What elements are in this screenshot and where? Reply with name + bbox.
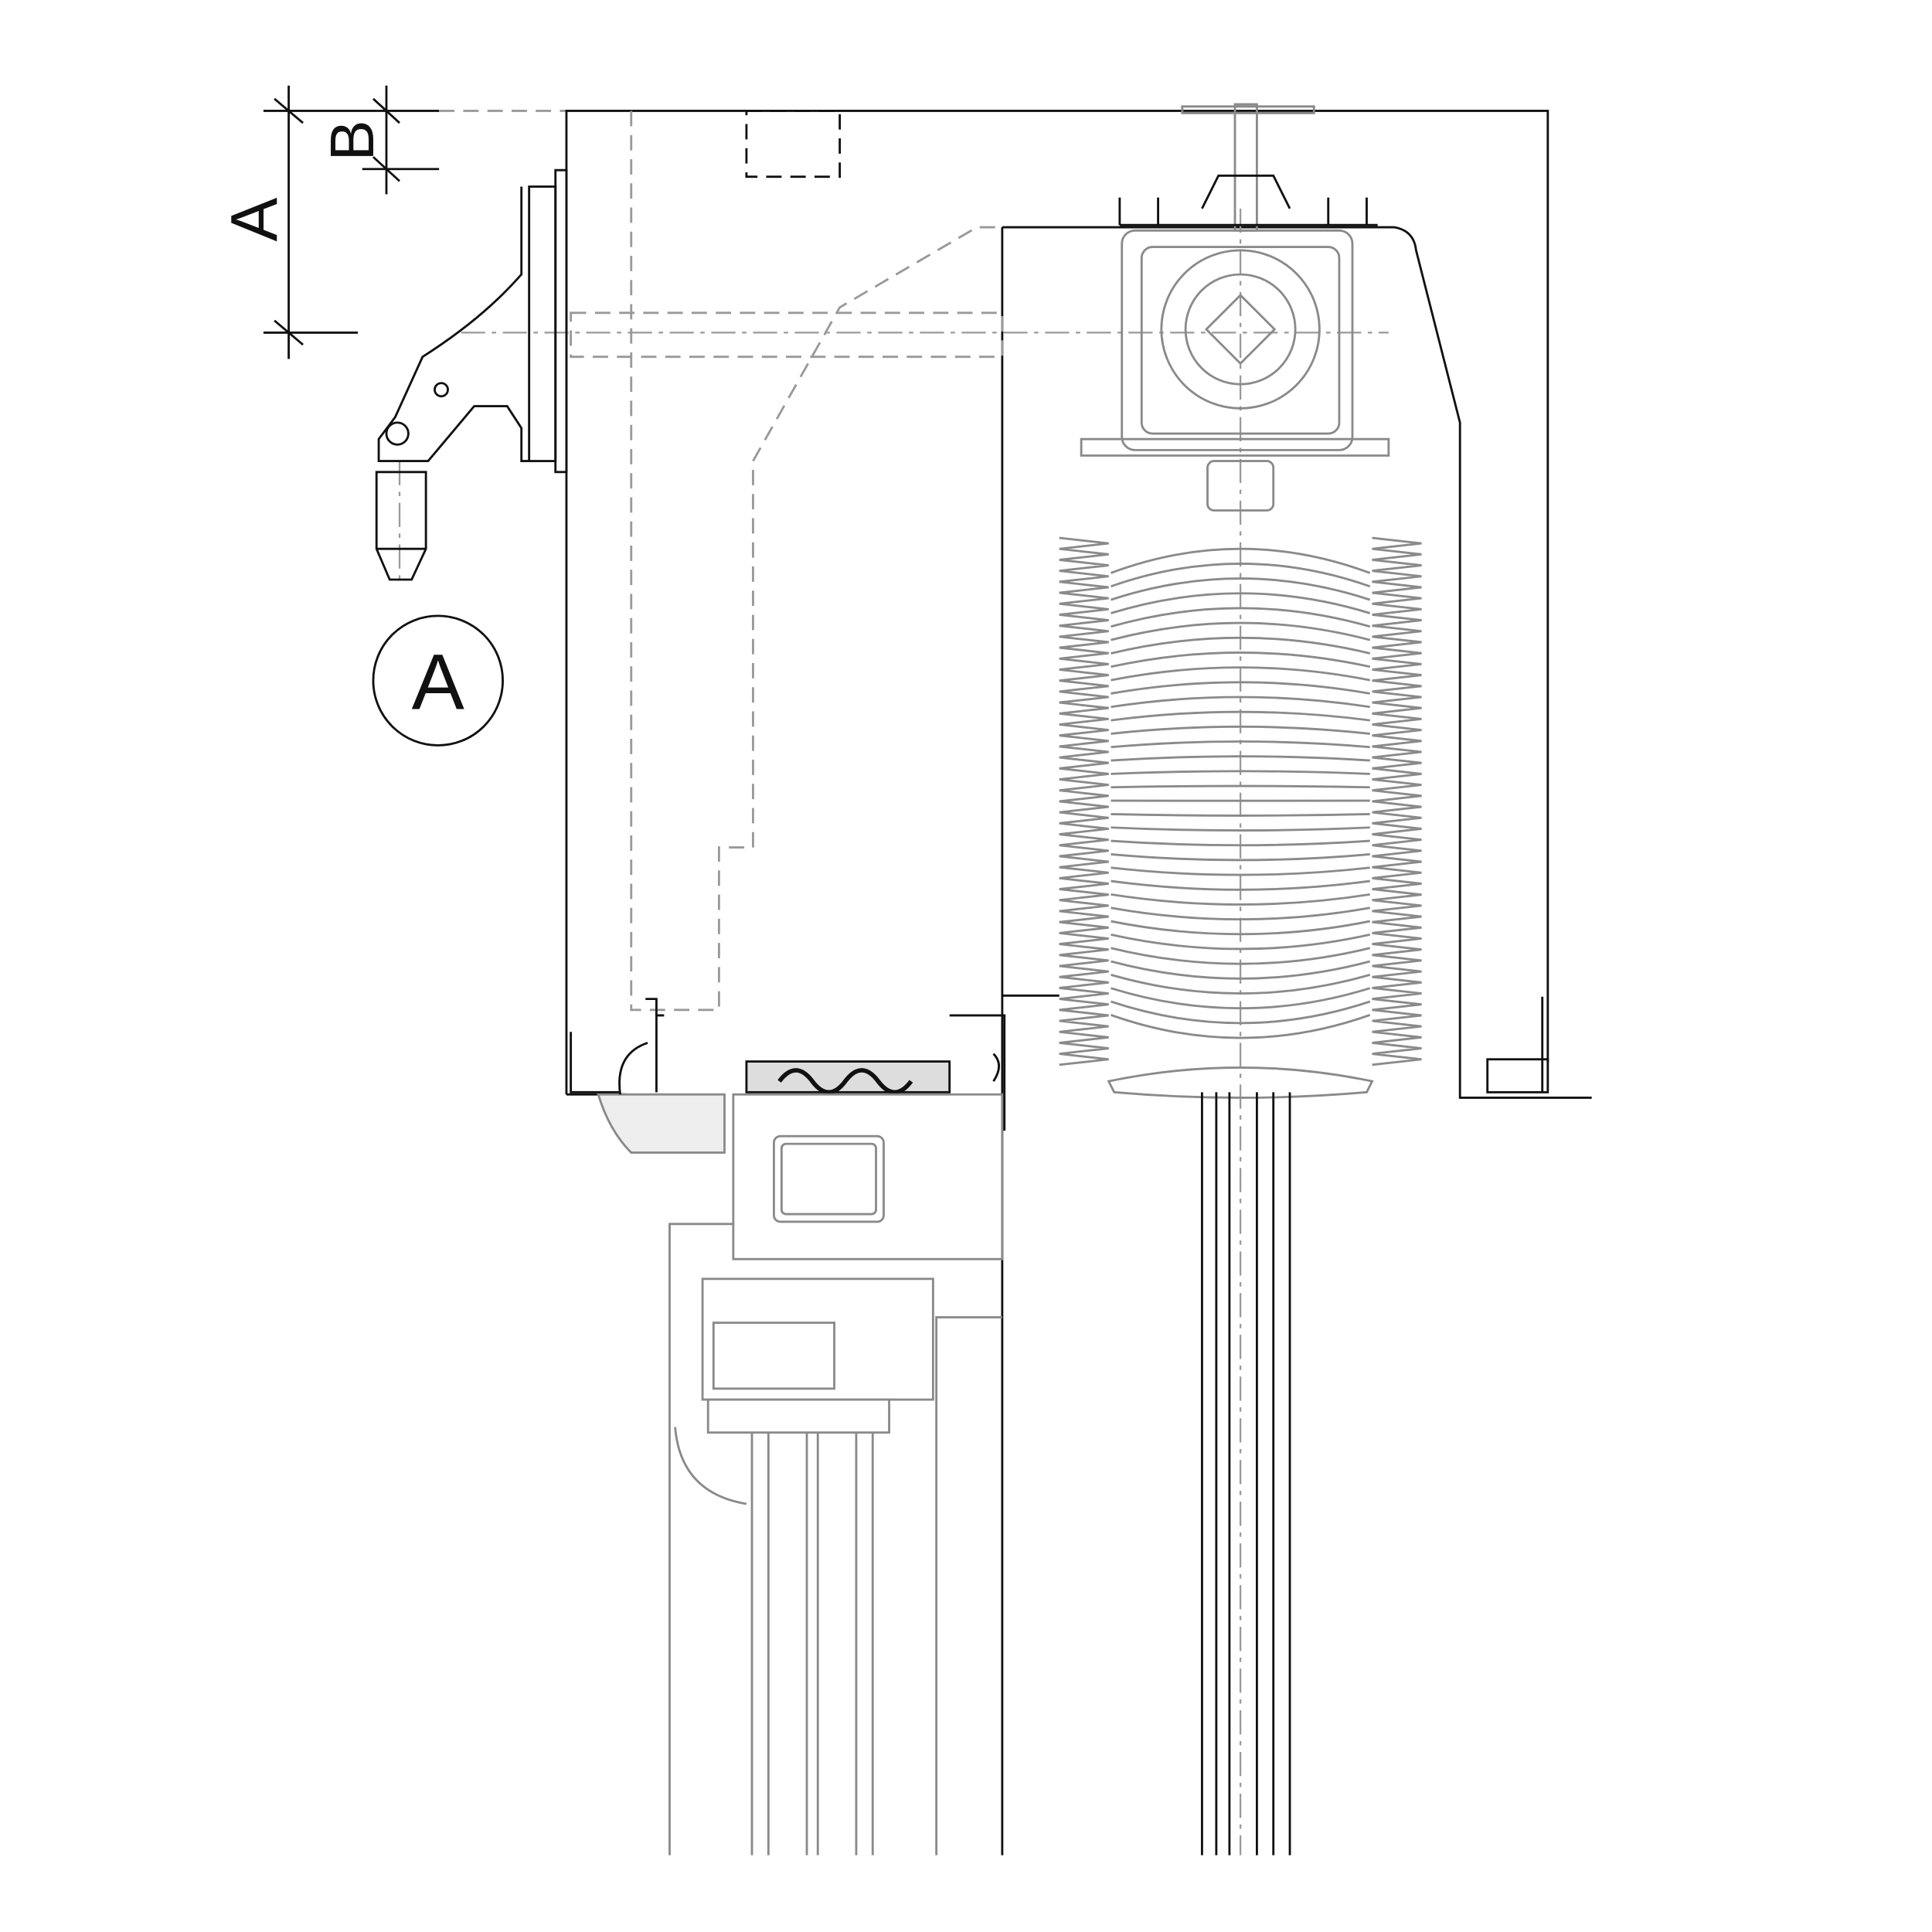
slat: [1111, 812, 1370, 817]
slat: [1111, 547, 1371, 574]
slat: [1111, 577, 1371, 601]
slat: [1111, 960, 1371, 980]
spring-coil: [1059, 536, 1109, 1066]
slat: [1111, 826, 1370, 832]
guide-rails: [1200, 1092, 1291, 1855]
slat: [1111, 852, 1370, 862]
slat: [1111, 621, 1371, 641]
shutter-box-inner: [1001, 226, 1592, 1855]
slat: [1111, 607, 1371, 628]
slat: [1111, 592, 1371, 614]
slat: [1111, 681, 1370, 695]
slat: [1111, 636, 1371, 655]
window-frame-profile: [570, 998, 1006, 1855]
dimension-b: B: [318, 85, 440, 195]
slat: [1111, 651, 1371, 668]
slat: [1111, 906, 1370, 921]
slat: [1111, 987, 1371, 1010]
slat: [1111, 1014, 1371, 1039]
slat: [1111, 696, 1370, 709]
crank-gear-mechanism: [375, 168, 568, 581]
slat: [1111, 879, 1370, 891]
slat: [1111, 725, 1370, 735]
detail-marker: A: [372, 614, 504, 747]
tension-springs: [1059, 536, 1422, 1066]
slat: [1111, 1000, 1371, 1025]
dimension-a-label: A: [218, 198, 291, 242]
spring-coil: [1372, 536, 1422, 1066]
slat: [1111, 920, 1371, 936]
slat: [1111, 770, 1370, 775]
slat: [1111, 710, 1370, 722]
slat: [1111, 973, 1371, 995]
slat: [1111, 563, 1371, 588]
slat: [1111, 755, 1370, 762]
bottom-slat: [1107, 1066, 1374, 1099]
slat: [1111, 947, 1371, 965]
motor-axle: [1080, 103, 1390, 512]
slat: [1111, 866, 1370, 876]
dimension-b-label: B: [318, 120, 386, 161]
slat: [1111, 933, 1371, 951]
detail-marker-label: A: [412, 638, 465, 726]
rolled-shutter-slats: [1107, 547, 1374, 1099]
hidden-lines: [398, 111, 1389, 1855]
slat: [1111, 784, 1370, 789]
slat: [1111, 839, 1370, 847]
slat: [1111, 893, 1370, 906]
dimension-a: A: [218, 85, 440, 359]
slat: [1111, 666, 1371, 682]
slat: [1111, 740, 1370, 749]
